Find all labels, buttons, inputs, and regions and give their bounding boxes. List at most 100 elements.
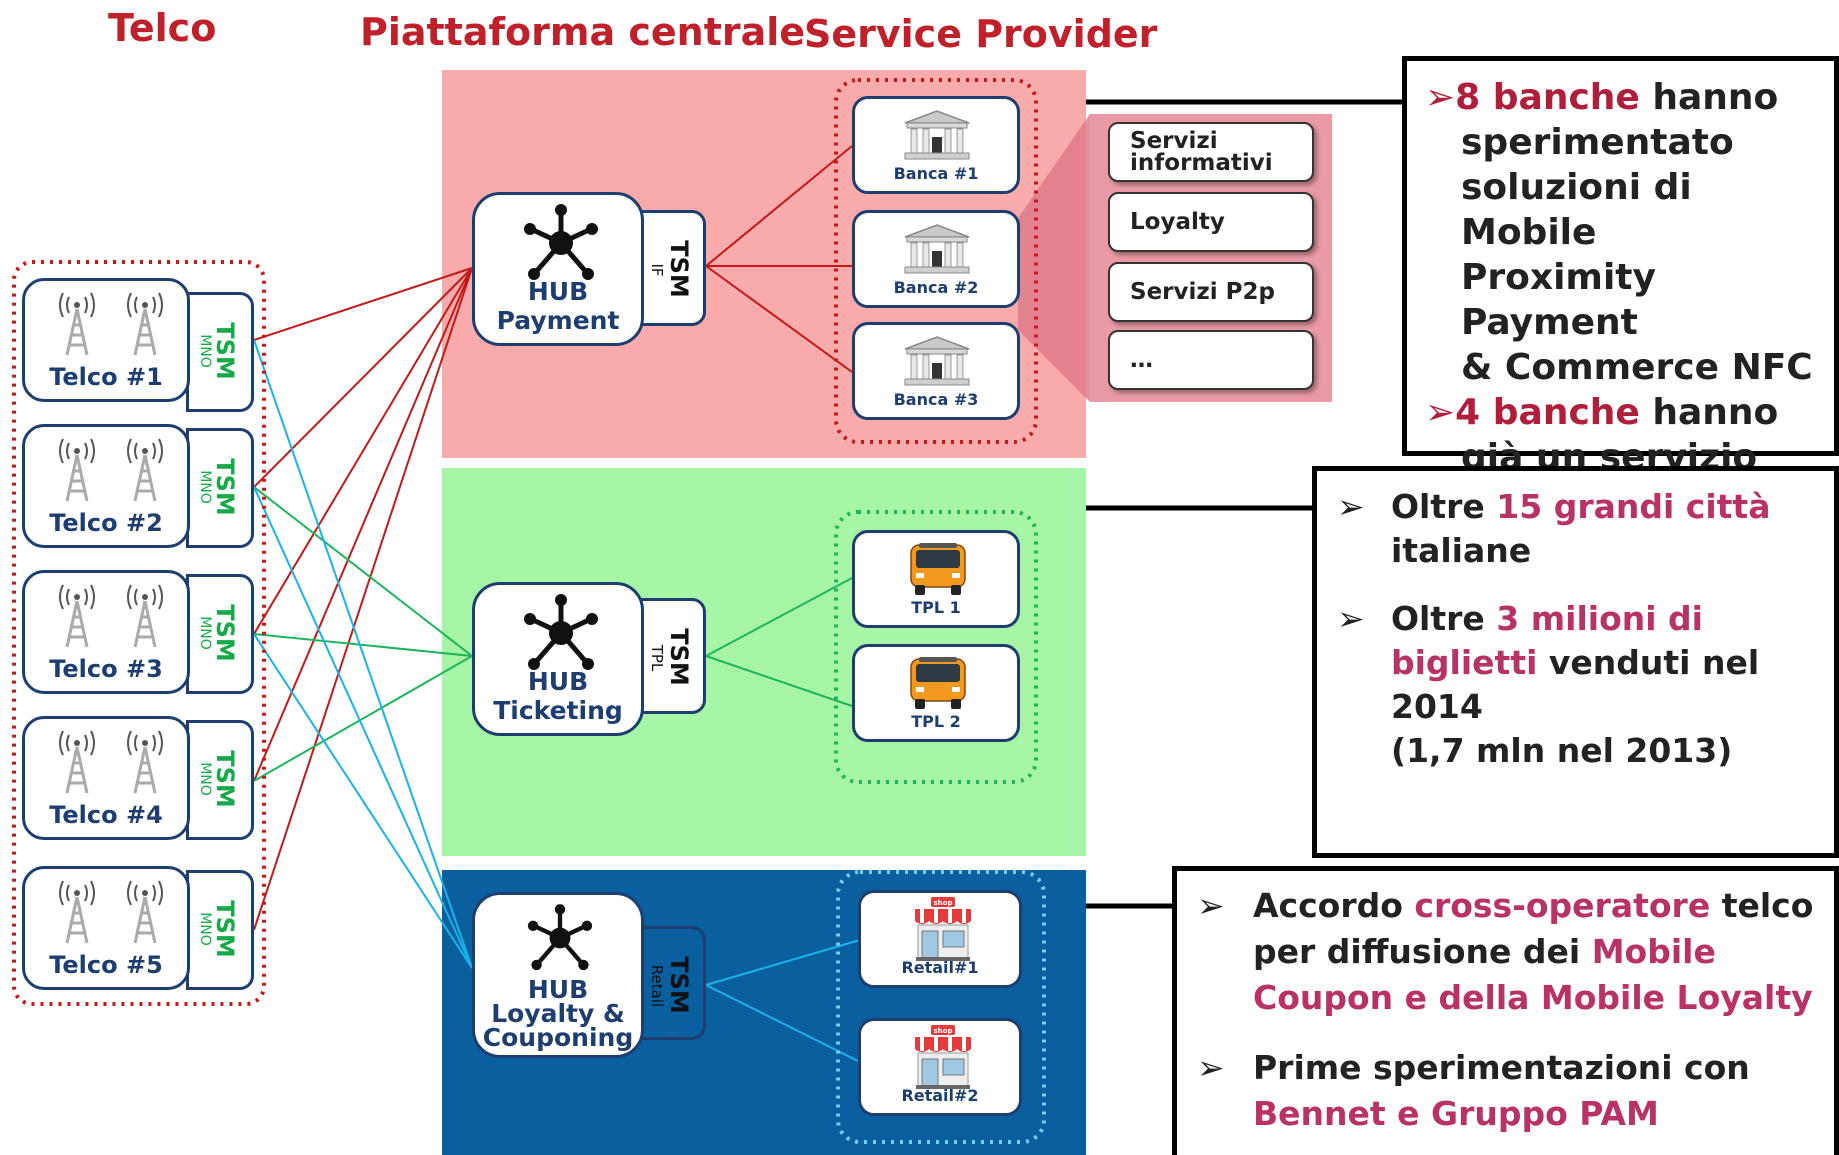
highlight-text: biglietti	[1391, 643, 1538, 682]
hub-label: HUB	[527, 975, 589, 1004]
ticketing-bullet-2: ➢ Oltre 3 milioni di biglietti venduti ne…	[1337, 597, 1759, 773]
telco-group-outline	[12, 260, 266, 1006]
bank-icon	[904, 110, 970, 160]
tsm-mno: TSM MNO	[186, 428, 254, 548]
telco-label: Telco #1	[49, 363, 163, 391]
antenna-icon	[59, 880, 95, 944]
bullet-text: hanno	[1639, 392, 1779, 433]
tpl-1: TPL 1	[852, 530, 1020, 628]
bank-label: Banca #2	[893, 278, 979, 297]
antenna-icon	[127, 730, 163, 794]
header-telco: Telco	[108, 6, 217, 50]
telco-label: Telco #4	[49, 801, 163, 829]
bank-3: Banca #3	[852, 322, 1020, 420]
bullet-text: hanno	[1639, 77, 1779, 118]
service-label: Servizi	[1130, 128, 1218, 154]
service-label: Servizi P2p	[1130, 279, 1275, 305]
tpl-label: TPL 2	[911, 712, 961, 731]
highlight-text: Bennet e Gruppo PAM	[1253, 1094, 1659, 1133]
retail-group-outline	[836, 870, 1046, 1144]
tsm-if: TSM IF	[638, 210, 706, 326]
antenna-icon	[127, 880, 163, 944]
tsm-mno: TSM MNO	[186, 870, 254, 990]
bullet-text: Oltre	[1391, 487, 1497, 526]
antenna-icon	[59, 584, 95, 648]
telco-box: Telco #5	[22, 866, 190, 990]
tsm-tpl: TSM TPL	[638, 598, 706, 714]
hub-box: HUB Payment	[472, 192, 644, 346]
header-service-provider: Service Provider	[804, 12, 1158, 56]
antenna-icon	[127, 292, 163, 356]
highlight-text: 3 milioni di	[1496, 599, 1703, 638]
bank-services-projection	[1018, 114, 1090, 402]
telco-label: Telco #3	[49, 655, 163, 683]
service-label: Loyalty	[1130, 209, 1225, 235]
telco-box: Telco #3	[22, 570, 190, 694]
bullet-text: telco	[1710, 886, 1814, 925]
hub-network-icon	[527, 904, 593, 971]
bank-label: Banca #3	[893, 390, 979, 409]
header-platform: Piattaforma centrale	[360, 10, 806, 54]
service-label: …	[1130, 347, 1153, 373]
tsm-label: TSM	[665, 628, 693, 686]
bullet-text: soluzioni di Mobile	[1461, 167, 1692, 253]
hub-network-icon	[524, 204, 598, 280]
hub-box: HUB Loyalty & Couponing	[472, 892, 644, 1058]
service-label: informativi	[1130, 150, 1273, 176]
highlight-text: cross-operatore	[1414, 886, 1711, 925]
antenna-icon	[59, 438, 95, 502]
bullet-text: Oltre	[1391, 599, 1497, 638]
bullet-text: Prime sperimentazioni con	[1253, 1048, 1750, 1087]
tpl-2: TPL 2	[852, 644, 1020, 742]
tsm-label: TSM	[665, 240, 693, 298]
hub-label: HUB	[527, 277, 589, 306]
telco-box: Telco #2	[22, 424, 190, 548]
bank-icon	[904, 336, 970, 386]
telco-label: Telco #2	[49, 509, 163, 537]
tsm-label: TSM	[211, 900, 239, 958]
bullet-text: sperimentato	[1461, 122, 1734, 163]
service-informativi: Servizi informativi	[1108, 122, 1314, 182]
antenna-icon	[59, 730, 95, 794]
service-p2p: Servizi P2p	[1108, 262, 1314, 322]
highlight-text: Coupon e della Mobile Loyalty	[1253, 978, 1813, 1017]
tsm-sub-label: TPL	[648, 644, 666, 672]
telco-box: Telco #1	[22, 278, 190, 402]
loyalty-info-box: ➢Accordo cross-operatore telco per diffu…	[1172, 866, 1839, 1155]
bullet-text: & Commerce NFC	[1461, 347, 1813, 388]
tsm-sub-label: MNO	[197, 616, 213, 650]
bus-icon	[910, 543, 966, 595]
arrow-icon: ➢	[1425, 392, 1456, 433]
shop-icon: shop	[915, 897, 971, 961]
telco-box: Telco #4	[22, 716, 190, 840]
arrow-icon: ➢	[1337, 599, 1365, 638]
hub-network-icon	[524, 594, 598, 670]
hub-label: Couponing	[482, 1023, 634, 1052]
bullet-text: venduti nel	[1537, 643, 1760, 682]
shop-sign-text: shop	[934, 899, 953, 907]
bank-group-outline	[834, 78, 1038, 444]
arrow-icon: ➢	[1425, 77, 1456, 118]
arrow-icon: ➢	[1337, 487, 1365, 526]
hub-label: Loyalty &	[491, 999, 625, 1028]
bank-label: Banca #1	[893, 164, 979, 183]
tsm-sub-label: MNO	[197, 762, 213, 796]
ticketing-info-box: ➢Oltre 15 grandi città italiane ➢Oltre 3…	[1312, 466, 1839, 858]
arrow-icon: ➢	[1197, 1048, 1225, 1087]
tpl-label: TPL 1	[911, 598, 961, 617]
antenna-icon	[59, 292, 95, 356]
bank-icon	[904, 224, 970, 274]
bank-1: Banca #1	[852, 96, 1020, 194]
tsm-label: TSM	[211, 458, 239, 516]
tsm-sub-label: IF	[648, 263, 666, 277]
shop-icon: shop	[915, 1025, 971, 1089]
tsm-sub-label: MNO	[197, 912, 213, 946]
highlight-text: Mobile	[1591, 932, 1716, 971]
bullet-text: Accordo	[1253, 886, 1415, 925]
hub-label: Payment	[496, 306, 620, 335]
service-more: …	[1108, 330, 1314, 390]
telco-label: Telco #5	[49, 951, 163, 979]
tsm-sub-label: Retail	[648, 964, 666, 1008]
antenna-icon	[127, 438, 163, 502]
